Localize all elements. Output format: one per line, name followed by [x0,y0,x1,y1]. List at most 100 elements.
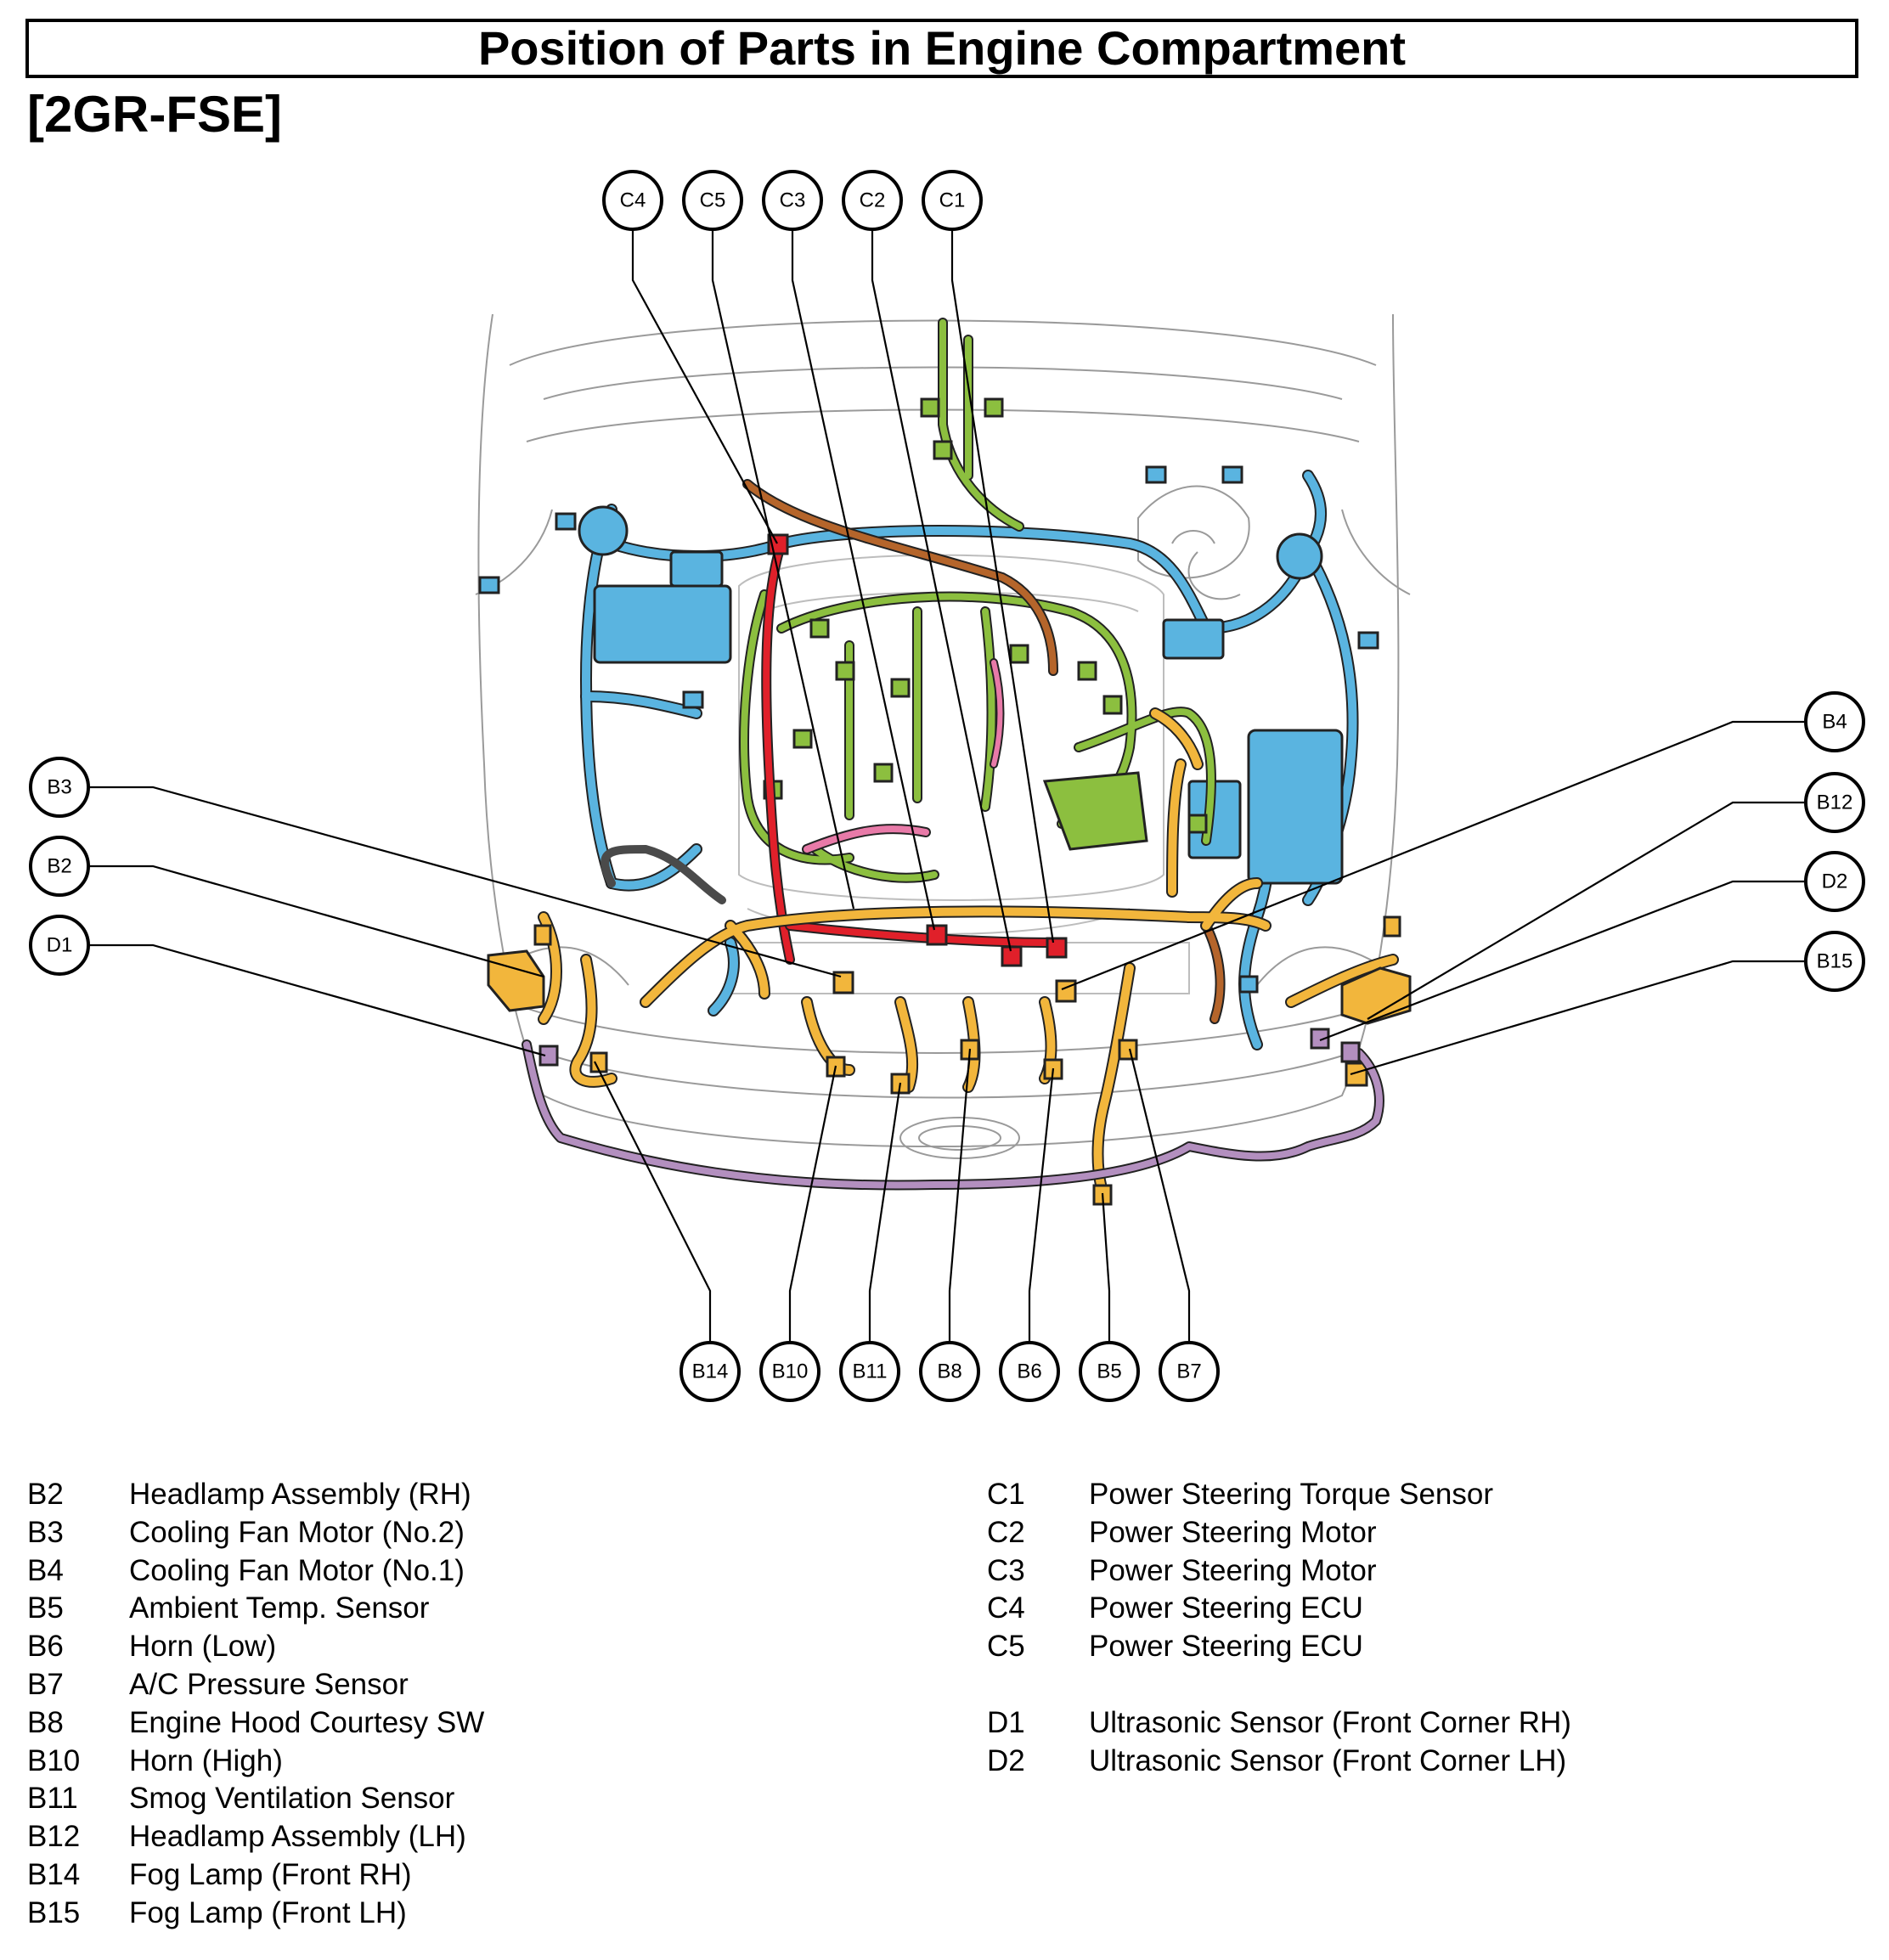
callout-b4 [1804,691,1865,752]
legend-code: B11 [27,1782,78,1816]
legend-row: B12 Headlamp Assembly (LH) [27,1820,484,1858]
page-title: Position of Parts in Engine Compartment [477,21,1407,75]
legend-part-name: Headlamp Assembly (LH) [129,1820,466,1854]
legend-code: B6 [27,1630,64,1664]
callout-c4-label: C4 [620,189,646,211]
callout-b2-label: B2 [47,854,71,877]
legend-part-name: Fog Lamp (Front RH) [129,1857,412,1891]
callout-b6-label: B6 [1017,1360,1041,1383]
legend-code: C4 [987,1591,1025,1625]
legend-part-name: Cooling Fan Motor (No.1) [129,1553,465,1587]
purple-harness [522,1039,1384,1191]
callout-b3 [29,757,90,818]
callout-c2-label: C2 [860,189,886,211]
callout-b14 [679,1341,741,1402]
legend-part-name: Horn (Low) [129,1630,277,1664]
purple-connectors [539,1028,1361,1067]
callout-b11 [839,1341,900,1402]
callout-b3-label: B3 [47,775,71,798]
pink-harness [802,658,1005,854]
callout-c3-label: C3 [780,189,806,211]
callout-c4 [602,170,663,231]
callout-b8-label: B8 [937,1360,961,1383]
green-components [763,397,1208,851]
legend-code: C5 [987,1630,1025,1664]
legend-row: B11 Smog Ventilation Sensor [27,1782,484,1820]
red-connectors [767,533,1068,967]
callout-c3 [762,170,823,231]
callout-d2 [1804,851,1865,912]
legend-code: C2 [987,1515,1025,1549]
legend-row: B10 Horn (High) [27,1744,484,1783]
legend-row: C1 Power Steering Torque Sensor [987,1478,1571,1516]
grey-hose [601,844,726,904]
callout-c5-label: C5 [700,189,726,211]
callout-b8 [919,1341,980,1402]
callout-b7 [1159,1341,1220,1402]
legend-code: B2 [27,1478,64,1511]
legend-part-name: Headlamp Assembly (RH) [129,1478,471,1511]
legend-row: B2 Headlamp Assembly (RH) [27,1478,484,1516]
legend-code: B12 [27,1820,81,1854]
legend-code: D2 [987,1743,1025,1777]
legend-row: C2 Power Steering Motor [987,1516,1571,1554]
legend-row: D2 Ultrasonic Sensor (Front Corner LH) [987,1744,1571,1783]
legend-row: C5 Power Steering ECU [987,1630,1571,1668]
legend-row: B14 Fog Lamp (Front RH) [27,1858,484,1896]
legend-code: B15 [27,1895,81,1929]
legend-code: B4 [27,1553,64,1587]
orange-connectors [487,915,1412,1206]
legend-part-name: Power Steering ECU [1089,1630,1363,1664]
legend-part-name: Ambient Temp. Sensor [129,1591,430,1625]
legend-part-name: Ultrasonic Sensor (Front Corner LH) [1089,1743,1567,1777]
callout-b12-label: B12 [1817,791,1853,814]
legend-part-name: Power Steering Torque Sensor [1089,1478,1494,1511]
callout-b12 [1804,772,1865,833]
callout-b11-label: B11 [853,1360,888,1383]
legend-part-name: Power Steering Motor [1089,1515,1377,1549]
callout-b15 [1804,931,1865,992]
legend-part-name: Ultrasonic Sensor (Front Corner RH) [1089,1705,1571,1739]
callout-c1-label: C1 [939,189,966,211]
callout-circles [29,170,1865,1402]
legend-code: B10 [27,1743,81,1777]
legend-row: B3 Cooling Fan Motor (No.2) [27,1516,484,1554]
callout-b6 [999,1341,1060,1402]
callout-b4-label: B4 [1822,710,1847,733]
legend-part-name: Smog Ventilation Sensor [129,1782,455,1816]
red-harness [761,538,1058,965]
callout-b5 [1079,1341,1140,1402]
callout-labels: C4 C5 C3 C2 C1 B3 B2 D1 B4 B12 D2 B15 B1… [47,189,1853,1383]
title-box: Position of Parts in Engine Compartment [25,19,1858,78]
legend-row: B15 Fog Lamp (Front LH) [27,1896,484,1935]
callout-c5 [682,170,743,231]
callout-c1 [922,170,983,231]
callout-d1-label: D1 [47,933,73,956]
legend-part-name: Horn (High) [129,1743,283,1777]
legend-code: B8 [27,1705,64,1739]
legend-row: B6 Horn (Low) [27,1630,484,1668]
callout-b10-label: B10 [772,1360,809,1383]
legend-spacer [987,1668,1571,1706]
callout-d2-label: D2 [1822,870,1848,893]
legend-part-name: Cooling Fan Motor (No.2) [129,1515,465,1549]
legend-code: B7 [27,1667,64,1701]
legend-row: B4 Cooling Fan Motor (No.1) [27,1554,484,1592]
legend-code: B3 [27,1515,64,1549]
legend-part-name: Fog Lamp (Front LH) [129,1895,407,1929]
callout-c2 [842,170,903,231]
brown-harness [742,479,1226,1024]
callout-b7-label: B7 [1176,1360,1201,1383]
callout-b10 [759,1341,820,1402]
legend-code: C1 [987,1478,1025,1511]
callout-b5-label: B5 [1097,1360,1121,1383]
legend-code: B14 [27,1857,81,1891]
